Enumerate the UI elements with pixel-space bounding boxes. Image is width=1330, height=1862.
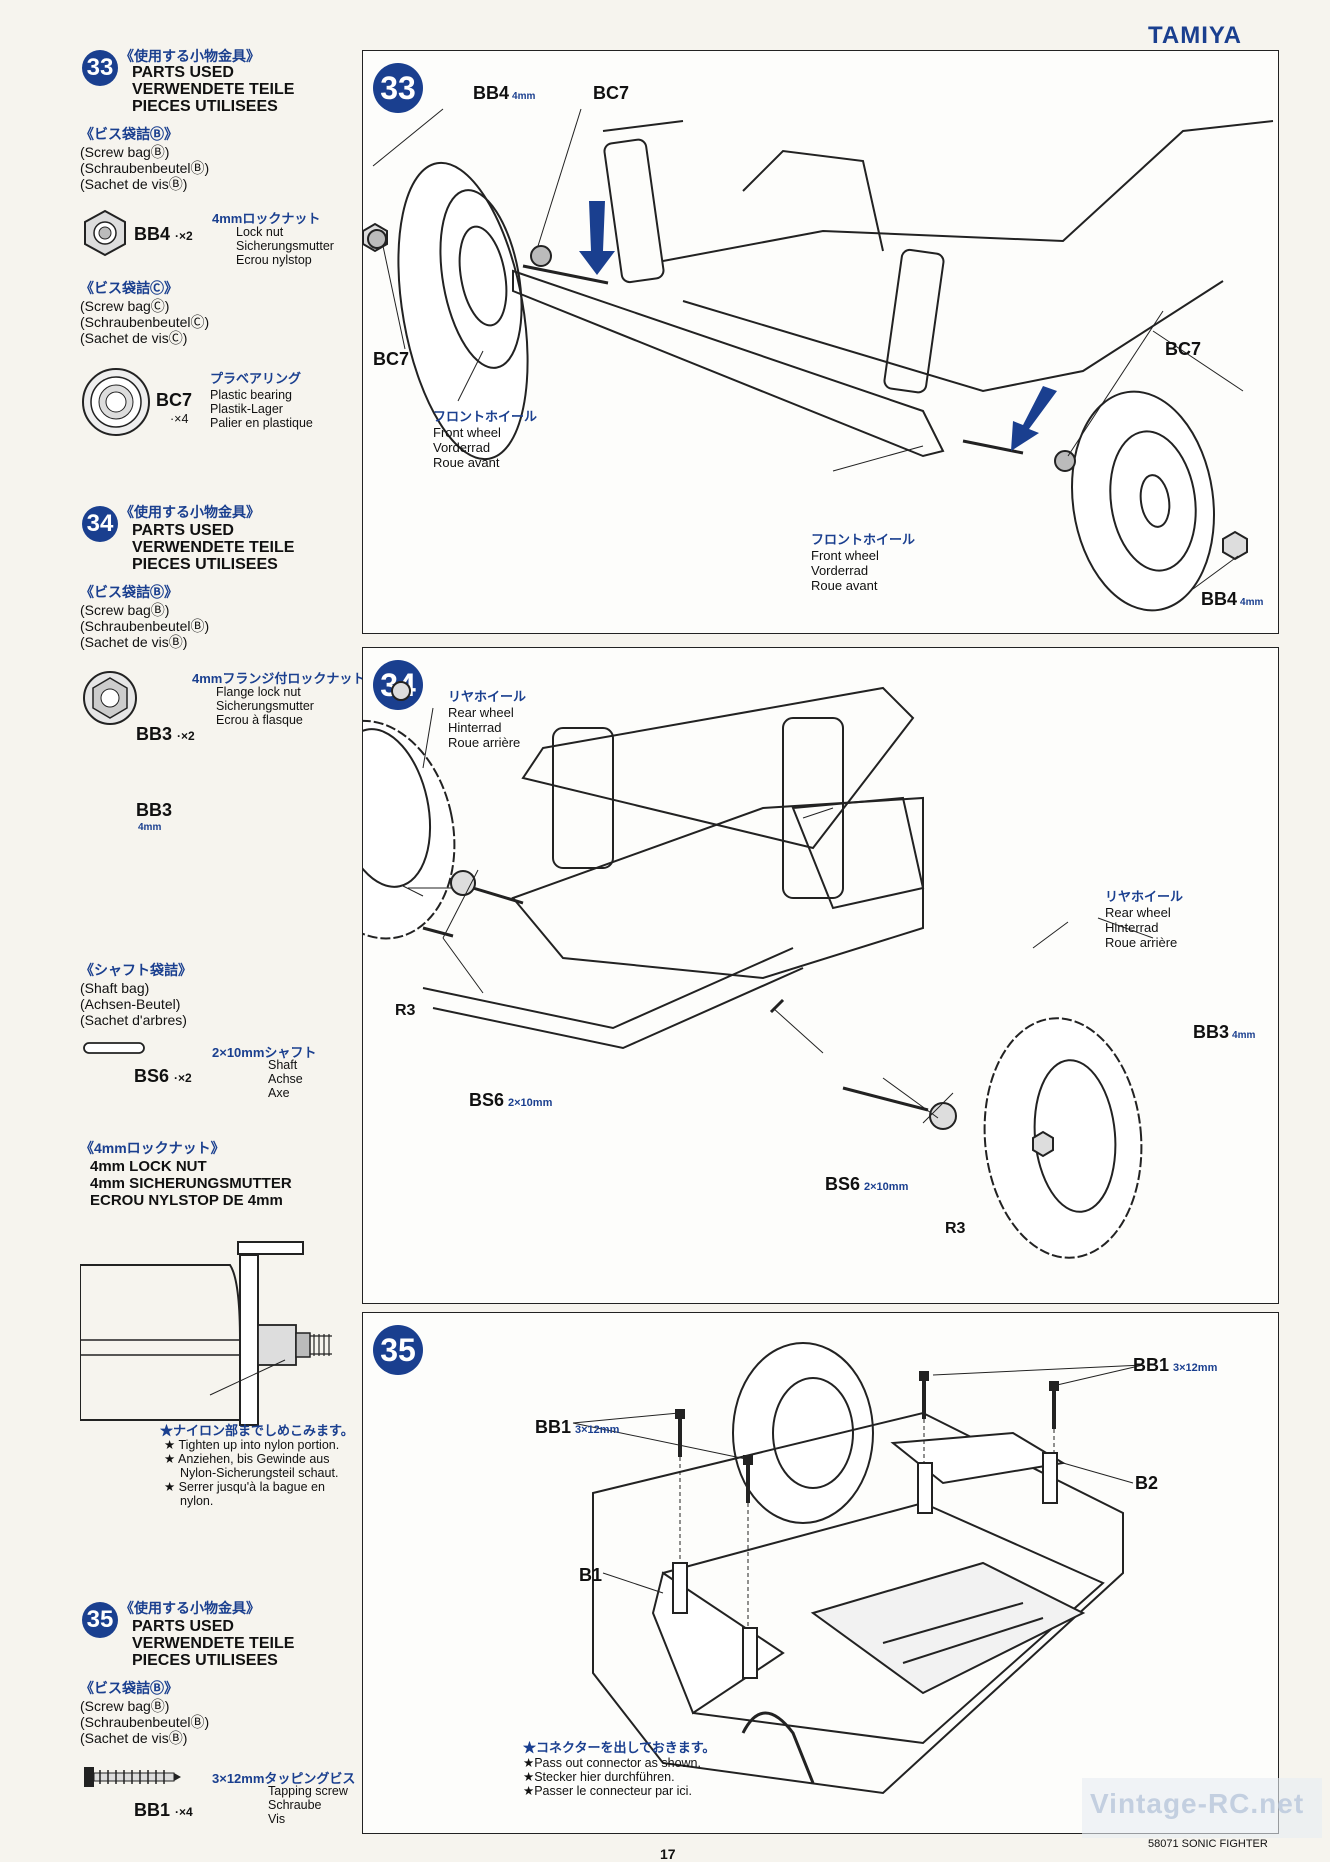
step-34-panel: 34 xyxy=(362,647,1279,1304)
step-35-panel-badge: 35 xyxy=(373,1325,423,1375)
lock-nut-icon xyxy=(84,209,126,257)
tapping-screw-icon xyxy=(84,1767,181,1787)
step-34-badge: 34 xyxy=(82,506,118,542)
bag-b-jp-35: 《ビス袋詰Ⓑ》 xyxy=(80,1680,178,1696)
step-33-badge: 33 xyxy=(82,50,118,86)
part-bc7-jp: プラベアリング xyxy=(210,371,302,386)
rear-wheel-assembly-diagram xyxy=(363,681,1154,1259)
label-r3-right: R3 xyxy=(945,1220,966,1237)
locknut-tip-jp: ★ナイロン部までしめこみます。 xyxy=(160,1423,354,1438)
bag-c-jp: 《ビス袋詰Ⓒ》 xyxy=(80,280,178,296)
shaft-bag-lines: (Shaft bag)(Achsen-Beutel)(Sachet d'arbr… xyxy=(80,980,187,1028)
label-bb3-left: BB3 xyxy=(136,800,173,820)
plastic-bearing-icon xyxy=(82,368,150,436)
brand-logo: TAMIYA xyxy=(1148,22,1243,49)
step-33-panel-badge: 33 xyxy=(373,63,423,113)
label-bc7-top: BC7 xyxy=(593,83,630,103)
shaft-bag-jp: 《シャフト袋詰》 xyxy=(80,962,192,978)
label-bc7-left: BC7 xyxy=(373,349,410,369)
bag-b-lines-35: (Screw bagⒷ)(SchraubenbeutelⒷ)(Sachet de… xyxy=(80,1698,210,1746)
bag-b-jp-34: 《ビス袋詰Ⓑ》 xyxy=(80,584,178,600)
label-bc7-right: BC7 xyxy=(1165,339,1202,359)
step-33-panel: 33 xyxy=(362,50,1279,634)
step-35-panel: 35 xyxy=(362,1312,1279,1834)
connector-note: ★コネクターを出しておきます。 ★Pass out connector as s… xyxy=(523,1740,716,1798)
label-b1: B1 xyxy=(579,1565,603,1585)
locknut-detail-illustration xyxy=(80,1241,332,1426)
label-b2: B2 xyxy=(1135,1473,1159,1493)
part-bc7-code: BC7 xyxy=(156,390,193,410)
body-mount-plates-diagram xyxy=(572,1342,1144,1795)
front-wheel-assembly-diagram xyxy=(363,108,1274,612)
part-bb1-code: BB1 ·×4 xyxy=(134,1800,193,1820)
step-35-badge: 35 xyxy=(82,1602,118,1638)
part-bb4-code: BB4 ·×2 xyxy=(134,224,193,244)
label-r3-left: R3 xyxy=(395,1002,416,1019)
step-33-title-jp: 《使用する小物金具》 xyxy=(120,48,260,64)
bag-b-lines-34: (Screw bagⒷ)(SchraubenbeutelⒷ)(Sachet de… xyxy=(80,602,210,650)
watermark-background xyxy=(1082,1778,1322,1838)
locknut-tips: ★ Tighten up into nylon portion. ★ Anzie… xyxy=(164,1438,340,1508)
bag-b-lines: (Screw bagⒷ)(SchraubenbeutelⒷ)(Sachet de… xyxy=(80,144,210,192)
step-34-title-jp: 《使用する小物金具》 xyxy=(120,504,260,520)
watermark: Vintage-RC.net xyxy=(1090,1788,1305,1819)
part-bb3-jp: 4mmフランジ付ロックナット xyxy=(192,671,366,686)
part-bb4-jp: 4mmロックナット xyxy=(212,211,321,226)
part-bs6-jp: 2×10mmシャフト xyxy=(212,1045,317,1060)
bag-b-jp: 《ビス袋詰Ⓑ》 xyxy=(80,126,178,142)
label-bb3-left-size: 4mm xyxy=(138,822,162,833)
locknut-note-jp: 《4mmロックナット》 xyxy=(80,1140,225,1156)
page-number: 17 xyxy=(660,1846,676,1862)
part-bs6-code: BS6 ·×2 xyxy=(134,1066,192,1086)
bag-c-lines: (Screw bagⒸ)(SchraubenbeutelⒸ)(Sachet de… xyxy=(80,298,210,346)
step-35-title-jp: 《使用する小物金具》 xyxy=(120,1600,260,1616)
flange-lock-nut-icon xyxy=(83,671,137,725)
shaft-icon xyxy=(83,1042,145,1054)
footer-model: 58071 SONIC FIGHTER xyxy=(1148,1838,1268,1850)
part-bc7-qty: ·×4 xyxy=(170,412,189,426)
part-bb3-code: BB3 ·×2 xyxy=(136,724,195,744)
part-bb1-jp: 3×12mmタッピングビス xyxy=(212,1771,356,1786)
